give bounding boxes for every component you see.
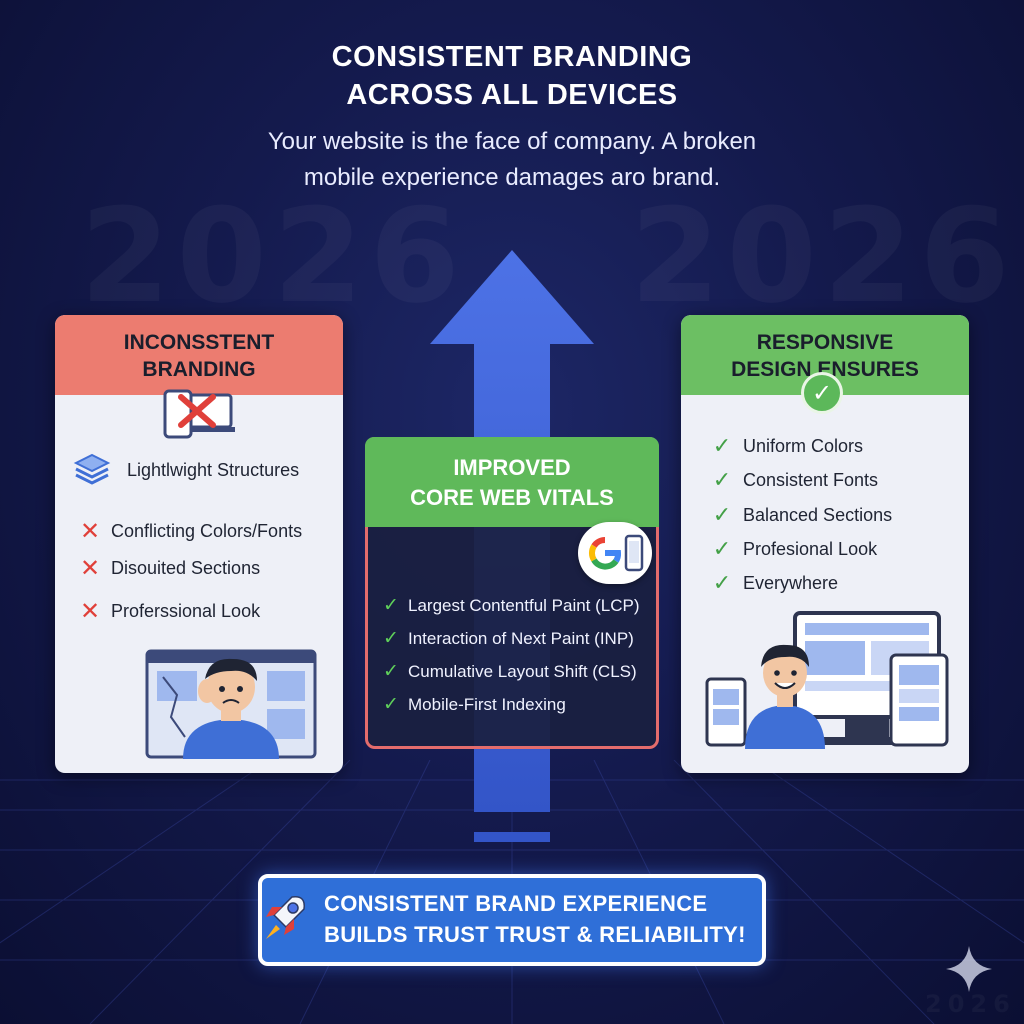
banner-line-1: CONSISTENT BRAND EXPERIENCE [324,891,708,916]
center-item-text: Cumulative Layout Shift (CLS) [408,661,637,681]
center-card-title-line-1: IMPROVED [453,455,571,480]
check-icon: ✓ [383,694,399,715]
center-item-text: Mobile-First Indexing [408,694,566,714]
broken-devices-icon [163,389,235,439]
right-item-5: ✓ Everywhere [711,570,838,596]
check-icon: ✓ [712,502,732,527]
left-card-header: INCONSSTENT BRANDING [55,315,343,395]
subtitle-line-1: Your website is the face of company. A b… [267,128,757,155]
center-item-2: ✓ Interaction of Next Paint (INP) [382,627,634,650]
check-icon: ✓ [712,467,732,492]
sparkle-icon [946,946,992,992]
frustrated-person-illustration [145,649,317,759]
x-mark-icon: ✕ [79,518,101,545]
right-item-text: Consistent Fonts [743,469,879,490]
center-item-1: ✓ Largest Contentful Paint (LCP) [382,594,640,617]
phone-icon [624,534,644,572]
left-card-title-line-2: BRANDING [142,358,256,381]
center-card-title-line-2: CORE WEB VITALS [410,485,614,510]
happy-person-devices-illustration [705,611,949,749]
watermark-year-corner: 2026 [925,990,1016,1018]
banner-line-2: BUILDS TRUST TRUST & RELIABILITY! [324,922,746,947]
left-feature-row: Lightlwight Structures [73,451,299,489]
left-item-text: Proferssional Look [111,601,261,621]
center-item-4: ✓ Mobile-First Indexing [382,693,566,716]
left-item-3: ✕ Proferssional Look [79,597,260,626]
right-item-4: ✓ Profesional Look [711,536,877,562]
check-icon: ✓ [383,595,399,616]
page-subtitle: Your website is the face of company. A b… [0,124,1024,196]
left-card-title-line-1: INCONSSTENT [123,331,275,354]
google-g-icon [589,536,622,570]
responsive-design-card: RESPONSIVE DESIGN ENSURES ✓ Uniform Colo… [681,315,969,773]
left-feature-text: Lightlwight Structures [127,459,300,480]
left-item-2: ✕ Disouited Sections [79,554,260,583]
right-card-title-line-2: DESIGN ENSURES [731,358,919,381]
rocket-icon [266,896,305,939]
check-icon: ✓ [712,433,732,458]
watermark-year-left: 2026 [80,180,466,332]
right-item-text: Balanced Sections [743,504,893,525]
watermark-year-right: 2026 [630,180,1016,332]
title-line-2: ACROSS ALL DEVICES [346,79,678,111]
left-item-text: Disouited Sections [111,558,261,578]
check-icon: ✓ [712,536,732,561]
left-item-text: Conflicting Colors/Fonts [111,521,303,541]
right-item-3: ✓ Balanced Sections [711,502,892,528]
center-card-header: IMPROVED CORE WEB VITALS [365,437,659,527]
subtitle-line-2: mobile experience damages aro brand. [303,164,721,191]
check-icon: ✓ [712,570,732,595]
check-icon: ✓ [383,628,399,649]
right-item-2: ✓ Consistent Fonts [711,467,878,493]
title-line-1: CONSISTENT BRANDING [331,41,693,73]
inconsistent-branding-card: INCONSSTENT BRANDING Lightlwight Structu… [55,315,343,773]
right-card-title-line-1: RESPONSIVE [756,331,894,354]
right-item-1: ✓ Uniform Colors [711,433,863,459]
x-mark-icon: ✕ [79,598,101,625]
core-web-vitals-card: IMPROVED CORE WEB VITALS ✓ Largest Conte… [365,437,659,749]
left-item-1: ✕ Conflicting Colors/Fonts [79,517,302,546]
trust-banner: CONSISTENT BRAND EXPERIENCE BUILDS TRUST… [258,874,766,966]
layers-icon [73,453,111,485]
center-item-text: Largest Contentful Paint (LCP) [408,595,640,615]
right-item-text: Everywhere [743,572,839,593]
x-mark-icon: ✕ [79,555,101,582]
google-mobile-badge [578,522,652,584]
page-title: CONSISTENT BRANDING ACROSS ALL DEVICES [0,38,1024,114]
right-item-text: Uniform Colors [743,435,864,456]
center-item-text: Interaction of Next Paint (INP) [408,628,634,648]
check-icon: ✓ [383,661,399,682]
center-item-3: ✓ Cumulative Layout Shift (CLS) [382,660,637,683]
banner-text: CONSISTENT BRAND EXPERIENCE BUILDS TRUST… [324,888,746,950]
check-badge-icon: ✓ [801,372,843,414]
right-item-text: Profesional Look [743,538,878,559]
